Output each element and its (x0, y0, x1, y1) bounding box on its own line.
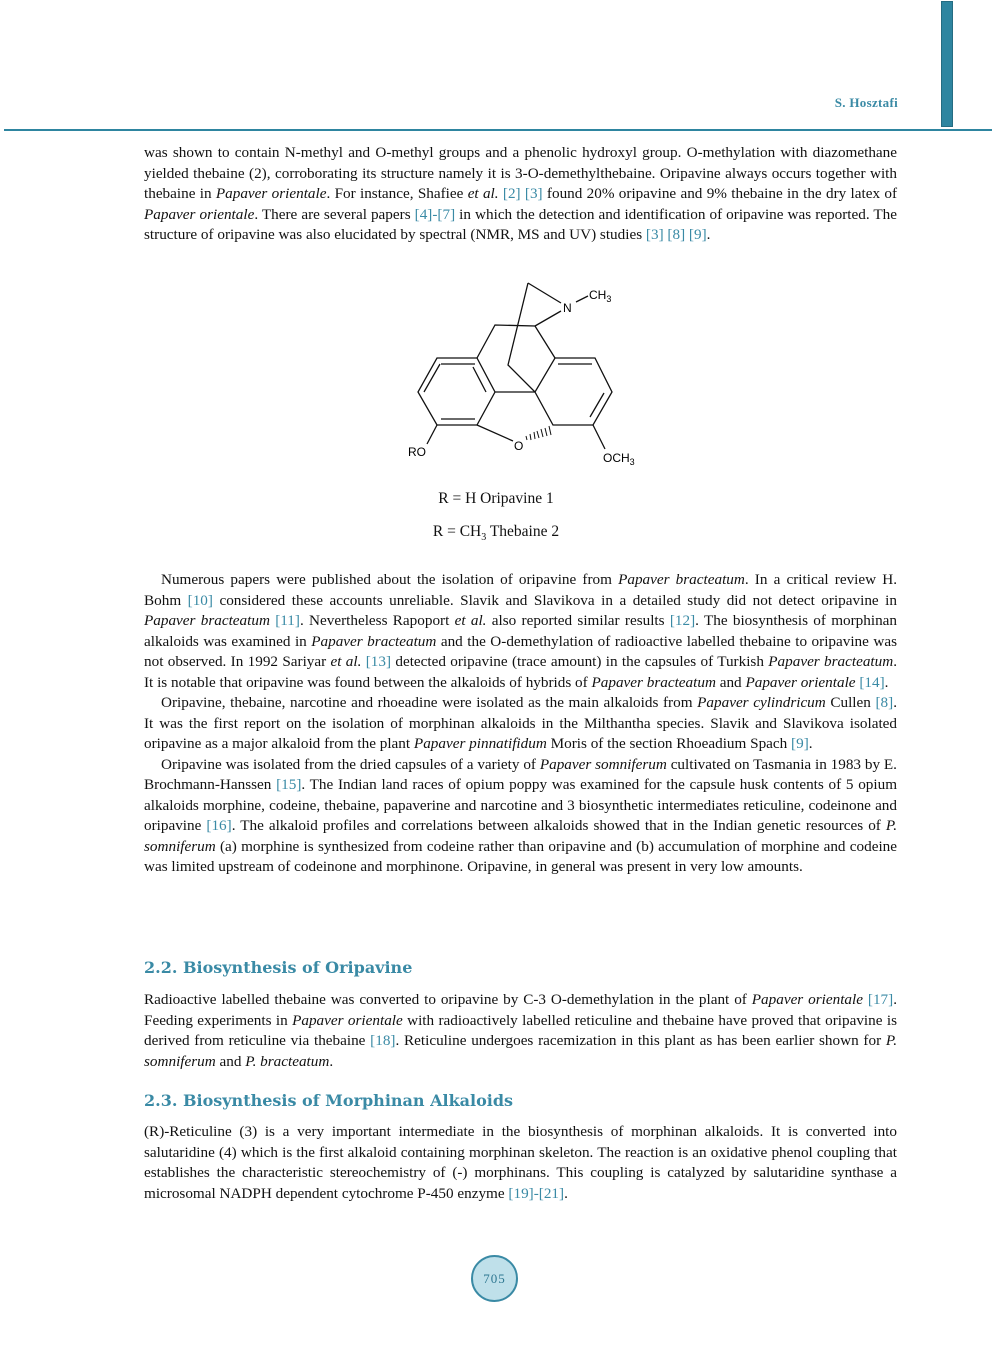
text-run: . It was the first report on the isolati… (144, 694, 897, 752)
text-run: was shown to contain N-methyl and O-meth… (144, 144, 897, 202)
text-run: . In a critical re­view H. Bohm (144, 571, 898, 609)
citation-link[interactable]: [12] (669, 612, 696, 629)
text-run: . The bio­synthesis of morphinan alkaloi… (144, 612, 898, 650)
text-run: and (715, 673, 746, 691)
text-run: . The alkaloid profiles and correlations… (231, 817, 886, 834)
text-run: . The Indian land races of opium poppy w… (144, 776, 898, 834)
running-header-author: S. Hosztafi (834, 95, 898, 110)
italic-text: Papaver pinnatifidum (413, 735, 547, 752)
text-run: in which the detec­tion and identificati… (144, 205, 897, 244)
paragraph: (R)-Reticuline (3) is a very important i… (144, 1122, 897, 1204)
text-run: with radioactively labelled reticuline a… (144, 1011, 897, 1050)
text-run: . (808, 735, 813, 752)
header-rule (4, 129, 992, 131)
citation-link[interactable]: [17] (867, 991, 894, 1008)
citation-link[interactable]: [13] (365, 653, 392, 670)
italic-text: Papaver cylindricum (697, 694, 826, 711)
citation-link[interactable]: [14] (859, 673, 885, 691)
paragraph: Radioactive labelled thebaine was conver… (144, 990, 897, 1072)
citation-link[interactable]: [10] (187, 591, 213, 609)
label-ch3: CH3 (589, 288, 611, 304)
text-run: . Feeding experiments in (144, 991, 897, 1029)
text-run: cultivated on Tasmania in 1983 by E. Bro… (144, 755, 897, 794)
citation-link[interactable]: [8] (875, 694, 894, 711)
text-run: . (564, 1184, 568, 1202)
paragraph: was shown to contain N-methyl and O-meth… (144, 143, 897, 246)
text-run: found 20% oripa­vine and 9% thebaine in … (542, 185, 898, 202)
italic-text: et al. (454, 612, 487, 629)
italic-text: et al. (330, 653, 362, 670)
text-run: also reported similar results (486, 612, 670, 629)
text-run: Oripavine, thebaine, narcotine and rhoea… (161, 694, 698, 711)
text-run: Cullen (825, 694, 876, 711)
italic-text: Papaver bracteatum (618, 571, 745, 588)
citation-link[interactable]: [9] (791, 735, 809, 752)
text-run: . For instance, Shafiee (326, 185, 468, 202)
italic-text: Papaver orientale (745, 673, 856, 691)
citation-link[interactable]: [19]-[21] (508, 1184, 565, 1202)
text-run: Moris of the section Rhoeadium Spach (546, 735, 792, 752)
text-run: . Nevertheless Rapoport (299, 612, 455, 629)
italic-text: Papaver bracteatum (591, 673, 716, 691)
text-run: . (706, 226, 711, 243)
structure-caption-1: R = H Oripavine 1 (438, 490, 554, 507)
citation-link[interactable]: [3] [8] [9] (645, 226, 707, 243)
label-n: N (563, 301, 572, 315)
italic-text: Papaver orientale (144, 205, 255, 223)
text-run: Numerous papers were published about the… (161, 571, 619, 588)
italic-text: Papaver bracteatum (311, 632, 437, 650)
section-heading-2-3: 2.3. Biosynthesis of Morphinan Alkaloids (144, 1091, 514, 1110)
text-run: considered these accounts unreliable. Sl… (212, 591, 897, 609)
italic-text: et al. (467, 185, 499, 202)
italic-text: Papaver orientale (215, 185, 327, 202)
text-run: Radioactive labelled thebaine was conver… (144, 991, 752, 1008)
text-run: Oripavine was isolated from the dried ca… (161, 755, 540, 773)
citation-link[interactable]: [16] (206, 817, 232, 834)
citation-link[interactable]: [2] [3] (502, 185, 543, 202)
structure-caption-2: R = CH3 Thebaine 2 (432, 523, 560, 544)
text-run: . Reticuline undergoes racemization in t… (395, 1032, 886, 1049)
header-accent-bar (941, 1, 953, 127)
text-run: (a) morphine is synthesized from codeine… (144, 837, 897, 876)
italic-text: Papaver somniferum (539, 755, 667, 773)
text-run: detected oripavine (trace amount) in the… (391, 653, 769, 670)
chemical-structure: RO O N CH3 OCH3 (408, 282, 635, 467)
label-o: O (514, 439, 523, 453)
label-och3: OCH3 (603, 451, 635, 467)
text-run: (R)-Reticuline (3) is a very important i… (144, 1123, 897, 1202)
italic-text: Papaver bracteatum (768, 653, 894, 670)
text-run: and the O-demethylation of radioactive l… (144, 632, 897, 671)
label-ro: RO (408, 445, 426, 459)
text-run: . It is notable that oripavine was found… (144, 653, 898, 691)
text-run: . There are several papers (254, 205, 415, 223)
page-number: 705 (471, 1255, 518, 1302)
italic-text: P. somniferum (144, 817, 897, 855)
citation-link[interactable]: [18] (370, 1032, 396, 1049)
italic-text: Papaver orientale (751, 991, 863, 1008)
italic-text: P. bracteatum (245, 1052, 330, 1070)
text-run: and (215, 1052, 246, 1070)
paragraph: Numerous papers were published about the… (144, 570, 897, 878)
citation-link[interactable]: [15] (276, 776, 302, 793)
italic-text: Papaver bracteatum (144, 612, 270, 629)
italic-text: P. somniferum (144, 1032, 897, 1070)
italic-text: Papaver orientale (292, 1011, 403, 1029)
citation-link[interactable]: [4]-[7] (414, 205, 456, 223)
section-heading-2-2: 2.2. Biosynthesis of Oripavine (144, 958, 413, 977)
text-run: . (329, 1052, 334, 1070)
citation-link[interactable]: [11] (275, 612, 300, 629)
text-run: . (884, 673, 889, 691)
